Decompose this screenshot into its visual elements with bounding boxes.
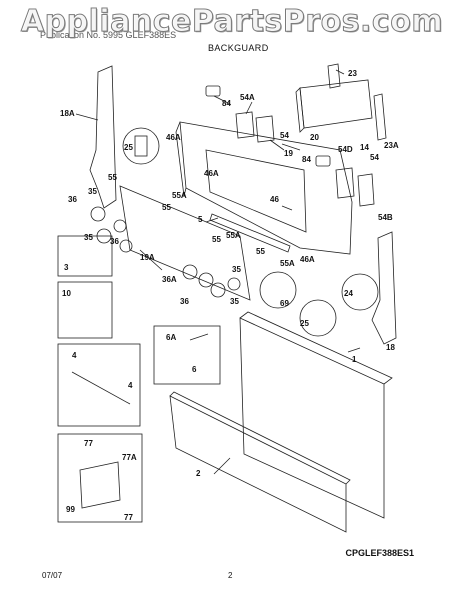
callout-54D: 54D: [338, 145, 353, 154]
part-84-switch-right: [315, 155, 331, 167]
callout-14: 14: [360, 143, 369, 152]
callout-5: 5: [198, 215, 203, 224]
callout-labels: 23 18A 84 54A 20 46A 25 54 23A 14 19 84 …: [60, 69, 399, 522]
part-18A-end-cap: [89, 65, 117, 209]
callout-55-right: 55: [256, 247, 265, 256]
callout-77-bottom: 77: [124, 513, 133, 522]
callout-54A: 54A: [240, 93, 255, 102]
callout-23A: 23A: [384, 141, 399, 150]
callout-99: 99: [66, 505, 75, 514]
callout-69: 69: [280, 299, 289, 308]
part-69-detail-circle: [259, 271, 297, 309]
callout-36A: 36A: [162, 275, 177, 284]
callout-55: 55: [108, 173, 117, 182]
part-19-control-panel: [179, 121, 353, 255]
callout-6: 6: [192, 365, 197, 374]
callout-46A: 46A: [166, 133, 181, 142]
callout-6A: 6A: [166, 333, 176, 342]
callout-35-bottom-right: 35: [230, 297, 239, 306]
callout-84-right: 84: [302, 155, 311, 164]
part-25-detail-circle-lower: [299, 299, 337, 337]
part-5-trim: [209, 213, 291, 253]
callout-36-bottom: 36: [180, 297, 189, 306]
part-4-box: [57, 343, 141, 427]
callout-46A-mid: 46A: [204, 169, 219, 178]
callout-4-bottom: 4: [128, 381, 133, 390]
part-10-box: [57, 281, 113, 339]
part-1-back-panel: [239, 317, 385, 519]
callout-4-top: 4: [72, 351, 77, 360]
callout-54-right: 54: [370, 153, 379, 162]
callout-46A-right: 46A: [300, 255, 315, 264]
callout-36: 36: [68, 195, 77, 204]
callout-23: 23: [348, 69, 357, 78]
part-54D-switch: [335, 167, 355, 199]
part-24-detail-circle: [341, 273, 379, 311]
callout-35-left: 35: [84, 233, 93, 242]
part-18-end-cap: [371, 231, 397, 345]
callout-36-left: 36: [110, 237, 119, 246]
callout-54: 54: [280, 131, 289, 140]
footer-page-number: 2: [228, 571, 233, 580]
callout-19A: 19A: [140, 253, 155, 262]
callout-35: 35: [88, 187, 97, 196]
part-25-detail-circle: [122, 127, 160, 165]
callout-18: 18: [386, 343, 395, 352]
part-84-switch: [205, 85, 221, 97]
callout-55A-right: 55A: [280, 259, 295, 268]
callout-55A: 55A: [172, 191, 187, 200]
part-6A-box: [153, 325, 221, 385]
part-2-backguard: [169, 395, 347, 533]
section-title: BACKGUARD: [208, 43, 269, 53]
callout-77A: 77A: [122, 453, 137, 462]
part-99-box: [57, 433, 143, 523]
callout-2: 2: [196, 469, 201, 478]
callout-25-lower: 25: [300, 319, 309, 328]
callout-55-lower: 55: [212, 235, 221, 244]
callout-19: 19: [284, 149, 293, 158]
callout-3: 3: [64, 263, 69, 272]
callout-46: 46: [270, 195, 279, 204]
callout-84: 84: [222, 99, 231, 108]
callout-55-mid: 55: [162, 203, 171, 212]
footer-date: 07/07: [42, 571, 63, 580]
callout-55A-mid: 55A: [226, 231, 241, 240]
callout-24: 24: [344, 289, 353, 298]
callout-25: 25: [124, 143, 133, 152]
part-23A-bracket: [373, 93, 387, 141]
part-3-box: [57, 235, 113, 277]
callout-54B: 54B: [378, 213, 393, 222]
callout-10: 10: [62, 289, 71, 298]
callout-18A: 18A: [60, 109, 75, 118]
callout-35-bottom: 35: [232, 265, 241, 274]
callout-77: 77: [84, 439, 93, 448]
callout-1: 1: [352, 355, 357, 364]
part-36-knob: [90, 206, 106, 222]
diagram-code: CPGLEF388ES1: [345, 548, 414, 558]
part-23-bracket: [327, 63, 341, 89]
callout-20: 20: [310, 133, 319, 142]
header-publication-line: Publication No. 5995 GLEF388ES: [40, 30, 177, 40]
part-19A-front-panel: [119, 185, 251, 301]
